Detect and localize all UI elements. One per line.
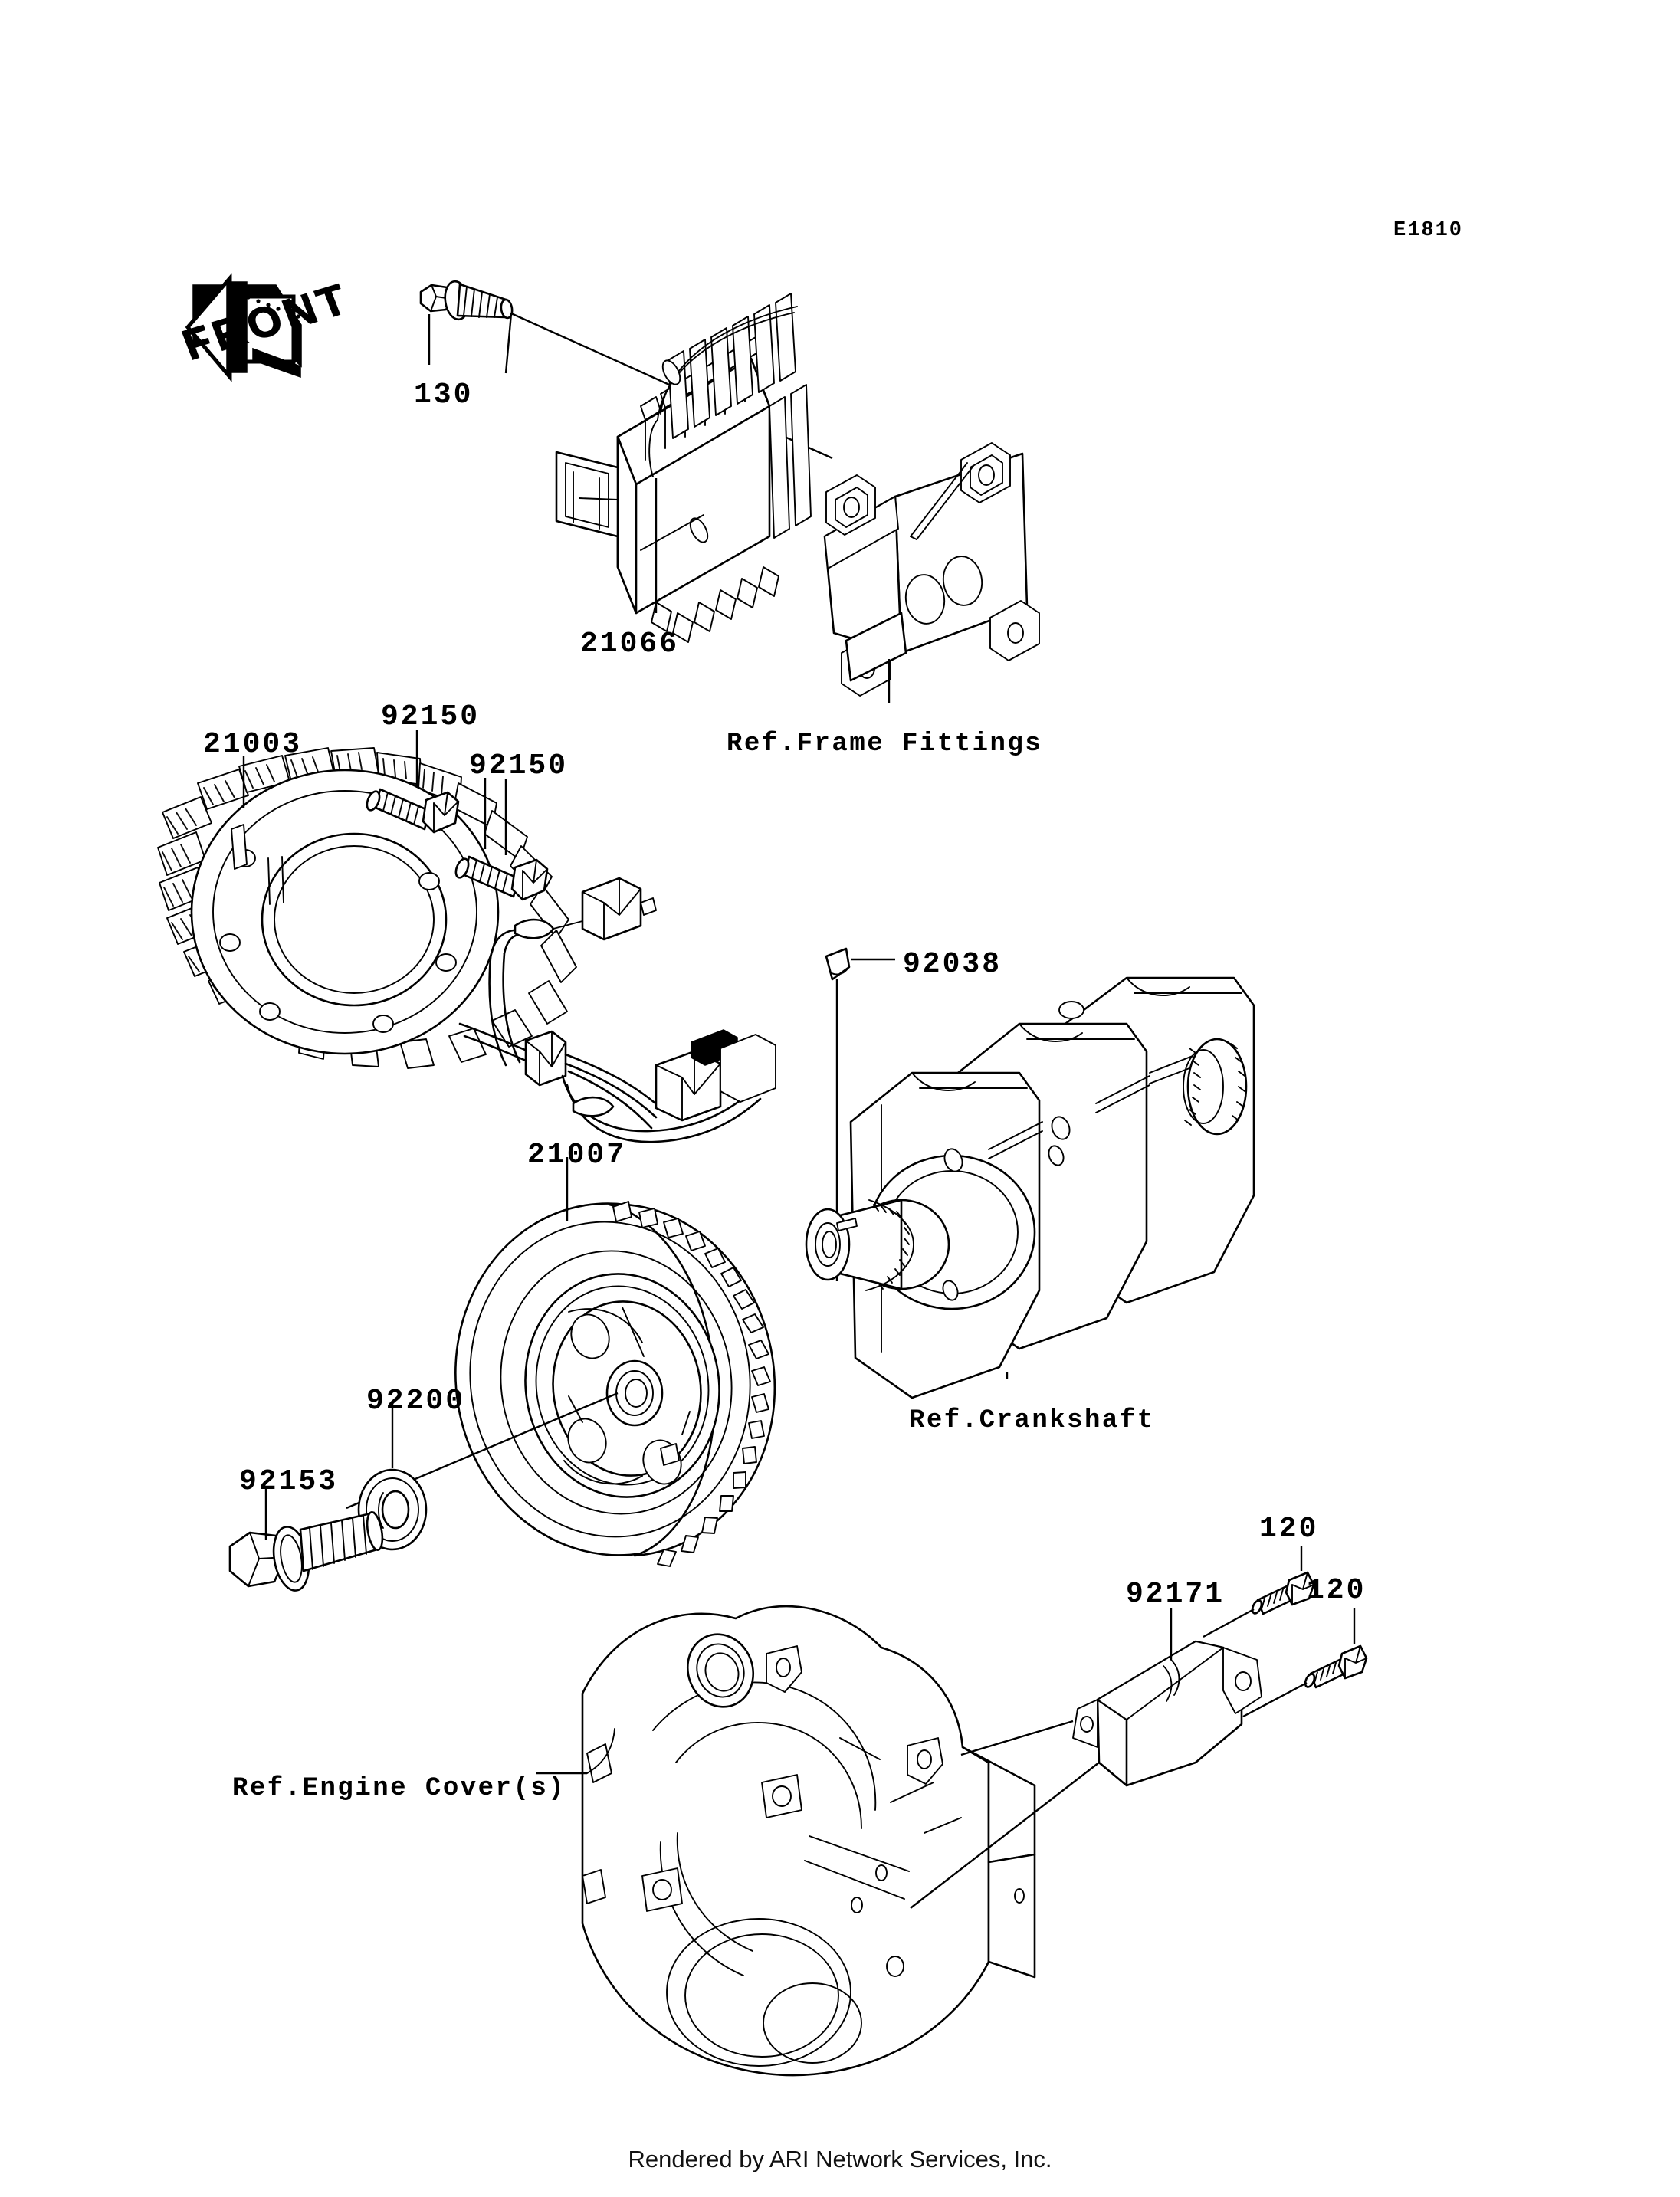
regulator-21066-label: 21066 xyxy=(580,628,680,661)
bolt-92153-label: 92153 xyxy=(239,1465,339,1498)
bolt-120-b-illustration xyxy=(1242,1608,1368,1718)
ref-frame-fittings-label: Ref.Frame Fittings xyxy=(727,730,1043,759)
ref-crankshaft-label: Ref.Crankshaft xyxy=(909,1406,1155,1435)
guard-plate-92171-illustration xyxy=(910,1608,1262,1909)
stator-21003-label: 21003 xyxy=(203,728,303,761)
engine-cover-illustration xyxy=(536,1605,1036,2077)
cover-92171-label: 92171 xyxy=(1126,1578,1226,1611)
ref-engine-cover-label: Ref.Engine Cover(s) xyxy=(232,1774,566,1803)
bolt-92153-illustration xyxy=(228,1487,384,1592)
washer-92200-label: 92200 xyxy=(366,1385,466,1418)
screw-92150-b-illustration xyxy=(454,779,549,901)
bolt-130-illustration xyxy=(419,280,833,460)
bolt-120-a-label: 120 xyxy=(1259,1513,1319,1546)
rotor-21007-label: 21007 xyxy=(527,1139,627,1172)
key-92038-label: 92038 xyxy=(903,948,1002,981)
bolt-120-b-label: 120 xyxy=(1307,1574,1367,1607)
flywheel-rotor-illustration xyxy=(346,1157,776,1567)
frame-fitting-bracket-illustration xyxy=(823,442,1040,703)
front-arrow-icon: FRONT xyxy=(176,273,358,382)
bolt-120-a-illustration xyxy=(1203,1546,1315,1638)
screw-92150-b-label: 92150 xyxy=(469,749,569,782)
bolt-130-label: 130 xyxy=(414,379,474,412)
screw-92150-a-illustration xyxy=(366,730,460,834)
stator-illustration xyxy=(157,747,776,1143)
diagram-code: E1810 xyxy=(1393,219,1464,242)
crankshaft-illustration xyxy=(805,976,1255,1399)
regulator-rectifier-illustration xyxy=(555,293,812,643)
screw-92150-a-label: 92150 xyxy=(381,700,481,733)
footer-credit: Rendered by ARI Network Services, Inc. xyxy=(628,2146,1052,2172)
